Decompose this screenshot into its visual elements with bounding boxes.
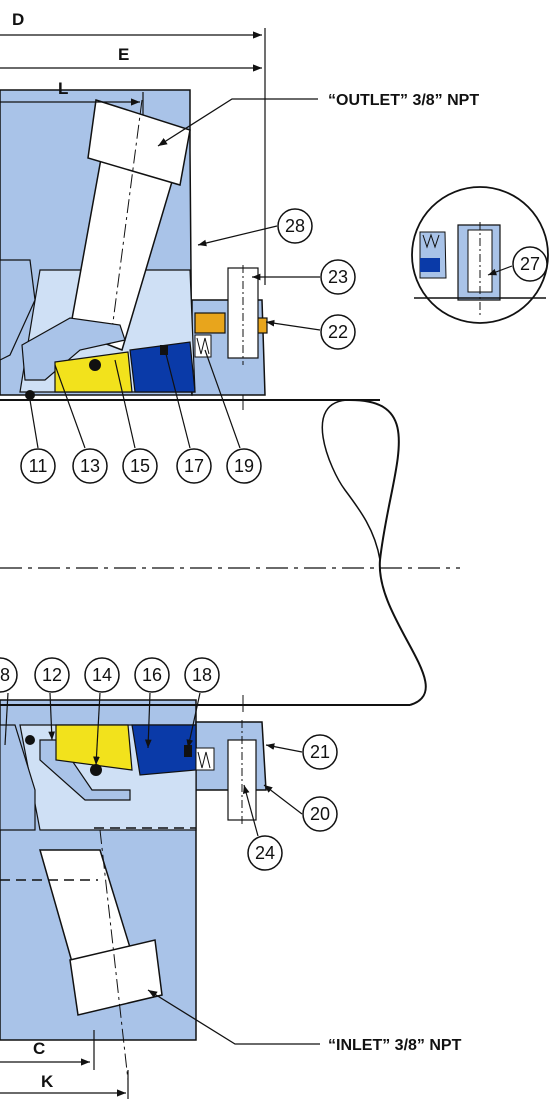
callout-15-label: 15 — [130, 456, 150, 476]
callout-24: 24 — [242, 784, 283, 871]
callout-14: 14 — [84, 657, 120, 766]
callout-22-label: 22 — [328, 322, 348, 342]
callout-27-label: 27 — [520, 254, 540, 274]
dimension-c: C — [0, 1030, 95, 1070]
dim-label-e: E — [118, 45, 129, 64]
callout-13: 13 — [54, 364, 108, 484]
inlet-port-bore — [0, 827, 196, 1081]
callout-18: 18 — [184, 657, 220, 749]
callout-27: 27 — [487, 246, 548, 282]
inlet-label-group: “INLET” 3/8” NPT — [147, 989, 462, 1054]
seal-assembly-lower — [0, 720, 257, 831]
callout-12: 12 — [34, 657, 70, 741]
outlet-label-group: “OUTLET” 3/8” NPT — [157, 92, 479, 147]
dim-label-c: C — [33, 1039, 45, 1058]
callout-14-label: 14 — [92, 665, 112, 685]
dimension-e: E — [0, 45, 262, 72]
seal-assembly-upper — [0, 259, 268, 400]
callout-18-label: 18 — [192, 665, 212, 685]
callout-11: 11 — [20, 399, 56, 484]
callout-19-label: 19 — [234, 456, 254, 476]
callout-21: 21 — [265, 734, 338, 770]
callout-24-label: 24 — [255, 843, 275, 863]
detail-view-27 — [411, 186, 549, 324]
callout-28: 28 — [197, 208, 313, 247]
shaft — [0, 395, 460, 712]
dim-label-d: D — [12, 10, 24, 29]
callout-12-label: 12 — [42, 665, 62, 685]
dim-label-l: L — [58, 79, 68, 98]
callout-19: 19 — [204, 349, 262, 484]
callout-17-label: 17 — [184, 456, 204, 476]
callout-20-label: 20 — [310, 804, 330, 824]
callout-13-label: 13 — [80, 456, 100, 476]
inlet-port-label: “INLET” 3/8” NPT — [328, 1037, 462, 1054]
dimension-l: L — [0, 79, 144, 115]
callout-17: 17 — [164, 349, 212, 484]
callout-8: 8 — [0, 657, 18, 746]
callout-23-label: 23 — [328, 267, 348, 287]
dim-label-k: K — [41, 1072, 54, 1091]
callout-20: 20 — [263, 784, 338, 832]
callout-8-label: 8 — [0, 665, 10, 685]
callout-15: 15 — [114, 359, 158, 484]
callout-28-label: 28 — [285, 216, 305, 236]
callout-11-label: 11 — [29, 456, 48, 476]
callout-22: 22 — [265, 314, 356, 350]
outlet-port-bore — [69, 99, 191, 351]
dimension-k: K — [0, 1070, 129, 1099]
callout-21-label: 21 — [310, 742, 330, 762]
outlet-port-label: “OUTLET” 3/8” NPT — [328, 92, 479, 109]
callout-23: 23 — [251, 259, 356, 295]
dimension-d: D — [0, 10, 266, 285]
callout-16: 16 — [134, 657, 170, 749]
callout-16-label: 16 — [142, 665, 162, 685]
